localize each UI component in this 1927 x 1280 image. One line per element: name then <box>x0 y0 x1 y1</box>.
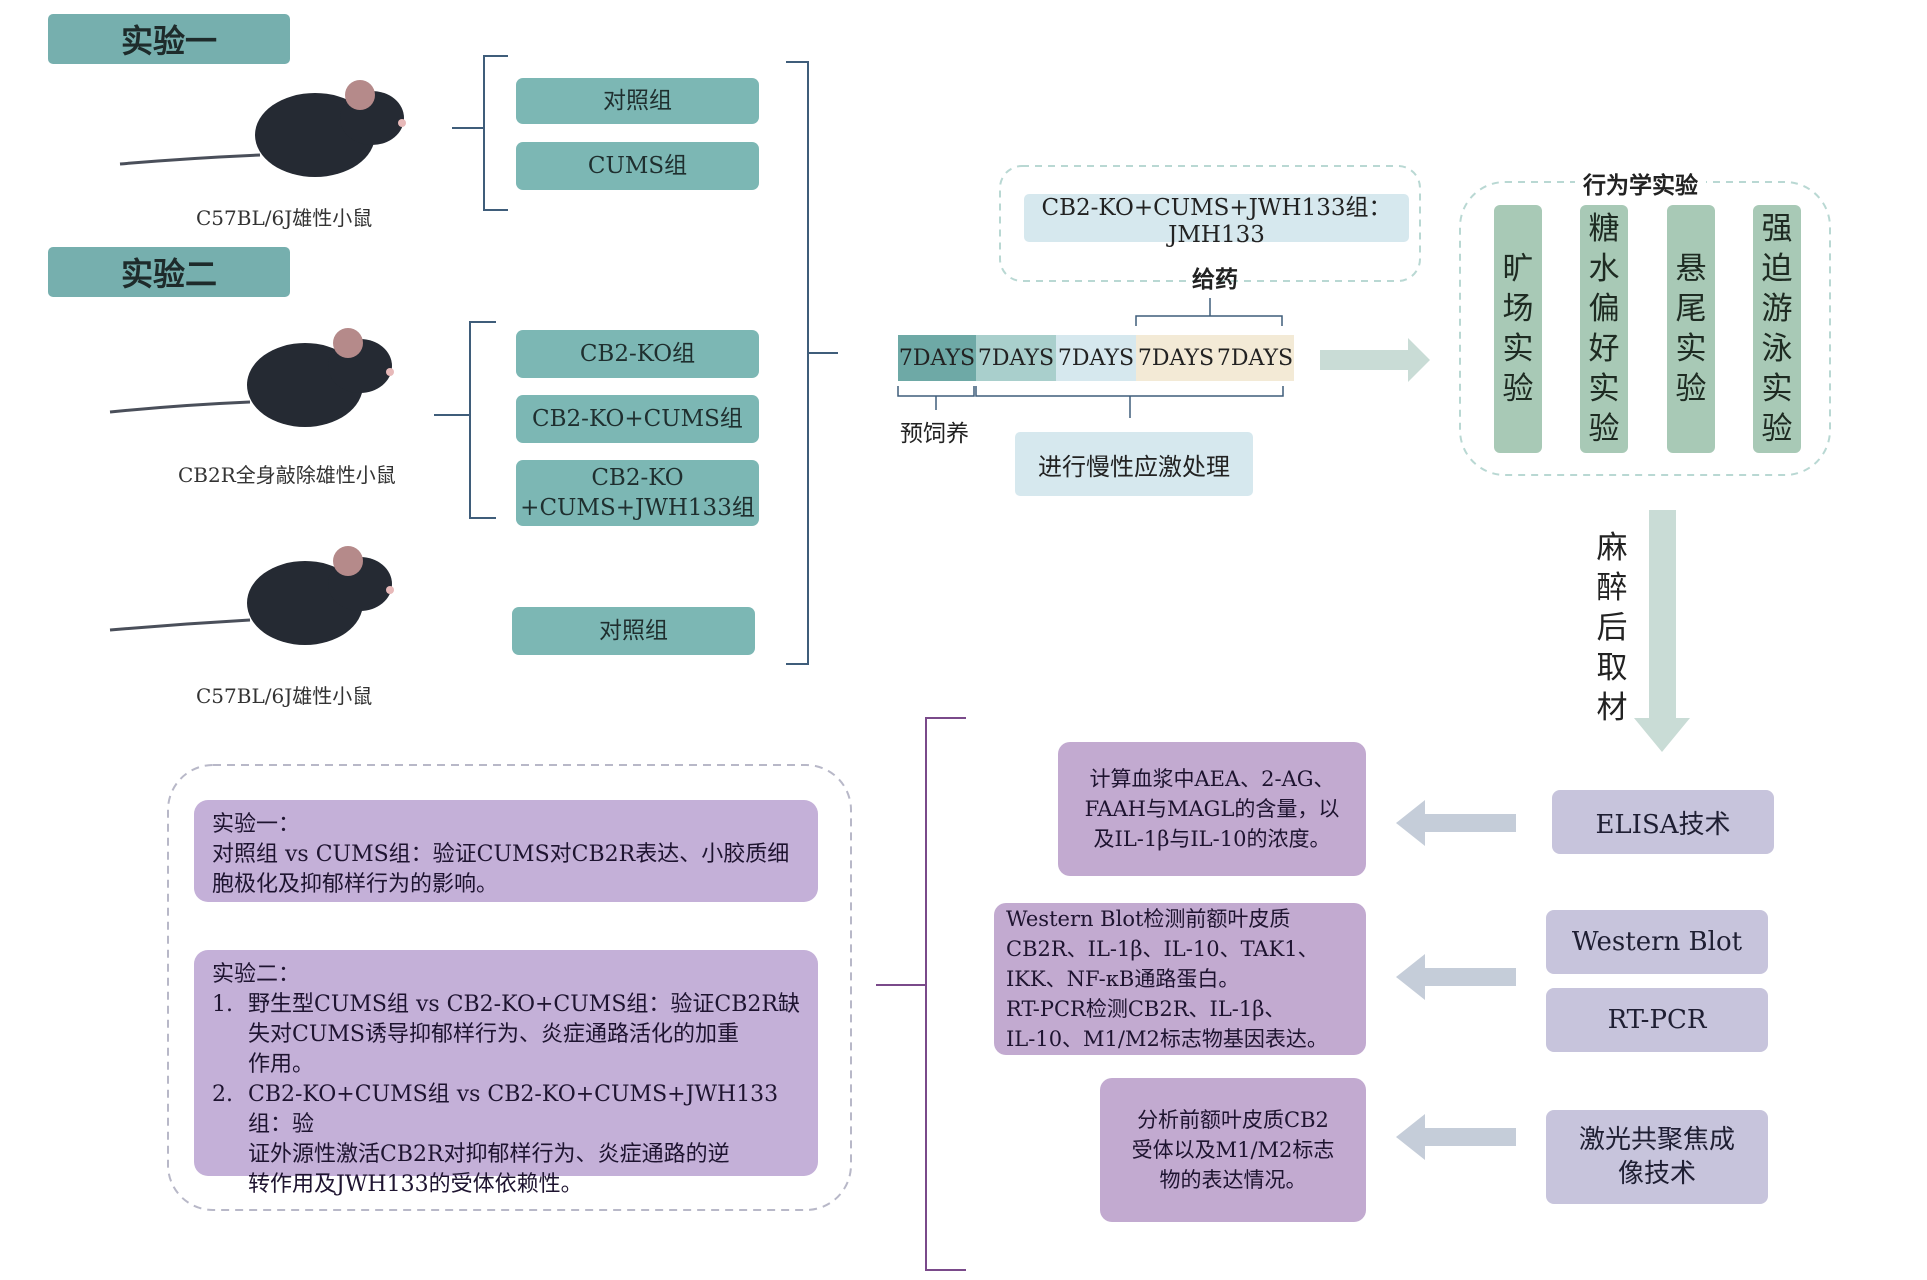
exp1-group-control: 对照组 <box>516 78 759 124</box>
preacc-bracket <box>897 386 975 397</box>
exp1-brace <box>452 55 508 211</box>
method-confocal: 激光共聚焦成 像技术 <box>1546 1110 1768 1204</box>
timeline-week-1: 7DAYS <box>898 335 976 381</box>
arrow-western-result <box>1396 954 1516 1000</box>
experiment2-label: 实验二 <box>48 247 290 297</box>
experiment2-mouse-caption-ko: CB2R全身敲除雄性小鼠 <box>178 463 396 487</box>
exp2-group-ko-cums-jwh: CB2-KO +CUMS+JWH133组 <box>516 460 759 526</box>
timeline-week-3: 7DAYS <box>1056 335 1136 381</box>
method-elisa: ELISA技术 <box>1552 790 1774 854</box>
summary-exp2-item-2: 2. CB2-KO+CUMS组 vs CB2-KO+CUMS+JWH133组：验… <box>212 1082 779 1197</box>
result-western: Western Blot检测前额叶皮质 CB2R、IL-1β、IL-10、TAK… <box>994 903 1366 1055</box>
summary-experiment2: 实验二： 1. 野生型CUMS组 vs CB2-KO+CUMS组：验证CB2R缺… <box>194 950 818 1197</box>
exp2-group-ko-cums-jwh-line1: CB2-KO <box>591 465 684 491</box>
drug-label: 给药 <box>1192 266 1238 293</box>
mouse-icon-1 <box>119 80 406 177</box>
summary-experiment1: 实验一： 对照组 vs CUMS组：验证CUMS对CB2R表达、小胶质细 胞极化… <box>194 800 818 902</box>
result-confocal: 分析前额叶皮质CB2 受体以及M1/M2标志 物的表达情况。 <box>1100 1078 1366 1222</box>
exp2-brace <box>434 321 496 519</box>
behavior-title: 行为学实验 <box>1575 166 1706 200</box>
arrow-to-behavior <box>1320 338 1430 382</box>
summary-exp2-item-1: 1. 野生型CUMS组 vs CB2-KO+CUMS组：验证CB2R缺 失对CU… <box>212 992 800 1077</box>
experiment1-mouse-caption: C57BL/6J雄性小鼠 <box>196 206 373 230</box>
preacclimation-label: 预饲养 <box>900 421 969 447</box>
experiment2-mouse-caption-wt: C57BL/6J雄性小鼠 <box>196 684 373 708</box>
mouse-icon-2 <box>109 328 394 427</box>
arrow-confocal-result <box>1396 1114 1516 1160</box>
stress-bracket <box>975 386 1284 397</box>
behavior-forced-swim: 强 迫 游 泳 实 验 <box>1753 205 1801 453</box>
exp2-group-control: 对照组 <box>512 607 755 655</box>
behavior-open-field: 旷 场 实 验 <box>1494 205 1542 453</box>
arrow-down-sampling <box>1634 510 1690 752</box>
summary-exp1-title: 实验一： <box>212 812 301 837</box>
arrow-elisa-result <box>1396 800 1516 846</box>
timeline-week-2: 7DAYS <box>976 335 1056 381</box>
behavior-sucrose-preference: 糖 水 偏 好 实 验 <box>1580 205 1628 453</box>
method-western-blot: Western Blot <box>1546 910 1768 974</box>
all-groups-brace <box>786 61 838 665</box>
drug-frame <box>999 165 1421 282</box>
results-brace <box>876 717 966 1271</box>
method-rt-pcr: RT-PCR <box>1546 988 1768 1052</box>
mouse-icon-3 <box>109 546 394 645</box>
behavior-tail-suspension: 悬 尾 实 验 <box>1667 205 1715 453</box>
timeline-week-4: 7DAYS <box>1136 335 1216 381</box>
exp1-group-cums: CUMS组 <box>516 142 759 190</box>
drug-box: CB2-KO+CUMS+JWH133组：JMH133 <box>1024 194 1409 248</box>
summary-exp2-title: 实验二： <box>212 962 301 987</box>
timeline: 7DAYS 7DAYS 7DAYS 7DAYS 7DAYS <box>898 335 1294 381</box>
exp2-group-ko: CB2-KO组 <box>516 330 759 378</box>
summary-frame <box>167 764 852 1211</box>
experiment1-label: 实验一 <box>48 14 290 64</box>
result-elisa: 计算血浆中AEA、2-AG、 FAAH与MAGL的含量，以 及IL-1β与IL-… <box>1058 742 1366 876</box>
exp2-group-ko-cums-jwh-line2: +CUMS+JWH133组 <box>520 495 755 521</box>
exp2-group-ko-cums: CB2-KO+CUMS组 <box>516 395 759 443</box>
stress-label: 进行慢性应激处理 <box>1015 432 1253 496</box>
timeline-week-5: 7DAYS <box>1216 335 1294 381</box>
sampling-label: 麻 醉 后 取 材 <box>1596 530 1628 726</box>
